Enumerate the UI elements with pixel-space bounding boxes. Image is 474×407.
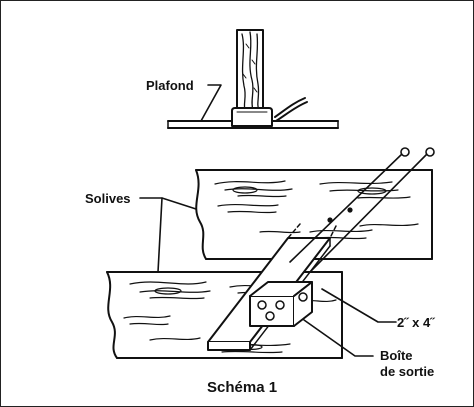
upper-joist bbox=[195, 169, 433, 260]
joists-label: Solives bbox=[85, 191, 131, 206]
ceiling-detail bbox=[167, 29, 339, 129]
nails bbox=[289, 147, 435, 273]
box-label-line2: de sortie bbox=[380, 364, 435, 379]
leader-lines bbox=[139, 197, 397, 357]
box-label-line1: Boîte bbox=[380, 348, 413, 363]
stud-label: 2˝ x 4˝ bbox=[397, 315, 435, 330]
diagram-caption: Schéma 1 bbox=[207, 379, 278, 396]
outlet-box bbox=[249, 281, 313, 327]
ceiling-label: Plafond bbox=[146, 78, 194, 93]
